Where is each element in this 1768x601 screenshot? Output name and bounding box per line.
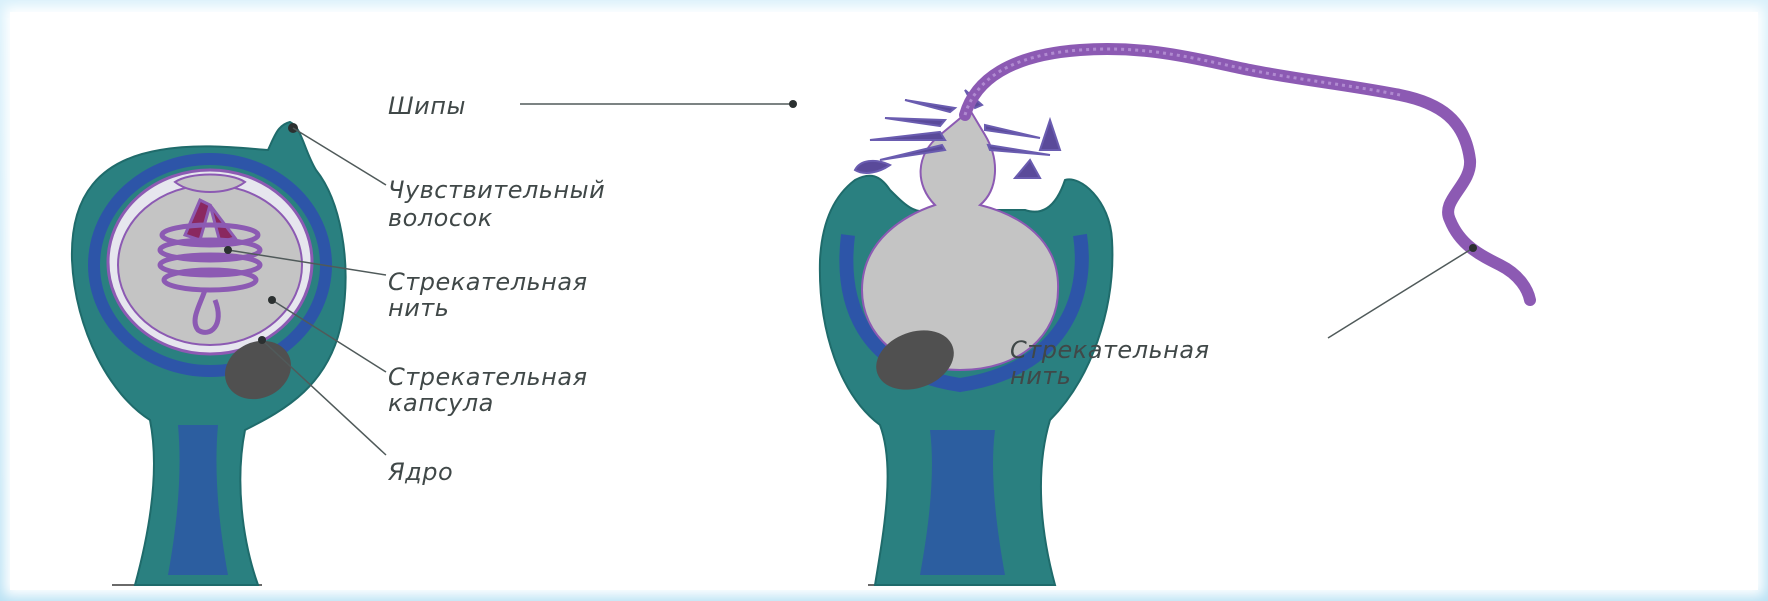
thread-dot	[224, 246, 232, 254]
label-nucleus: Ядро	[387, 458, 453, 486]
capsule-dot	[268, 296, 276, 304]
label-capsule-1: Стрекательная	[388, 363, 588, 391]
cell-stalk-right	[920, 430, 1005, 575]
discharged-thread-dot	[1469, 244, 1477, 252]
cnidocyte-undischarged	[72, 122, 346, 585]
label-sensitive-hair-2: волосок	[388, 204, 493, 232]
label-capsule-2: капсула	[388, 389, 494, 417]
spines-dot	[789, 100, 797, 108]
label-discharged-thread-2: нить	[1010, 362, 1071, 390]
label-thread-2: нить	[388, 294, 449, 322]
nucleus-dot	[258, 336, 266, 344]
label-thread-1: Стрекательная	[388, 268, 588, 296]
label-sensitive-hair-1: Чувствительный	[388, 176, 605, 204]
leader-discharged-thread	[1328, 248, 1473, 338]
capsule-discharged	[862, 110, 1058, 370]
label-spines: Шипы	[388, 92, 466, 120]
label-discharged-thread-1: Стрекательная	[1010, 336, 1210, 364]
cnidocyte-discharged	[820, 49, 1530, 585]
